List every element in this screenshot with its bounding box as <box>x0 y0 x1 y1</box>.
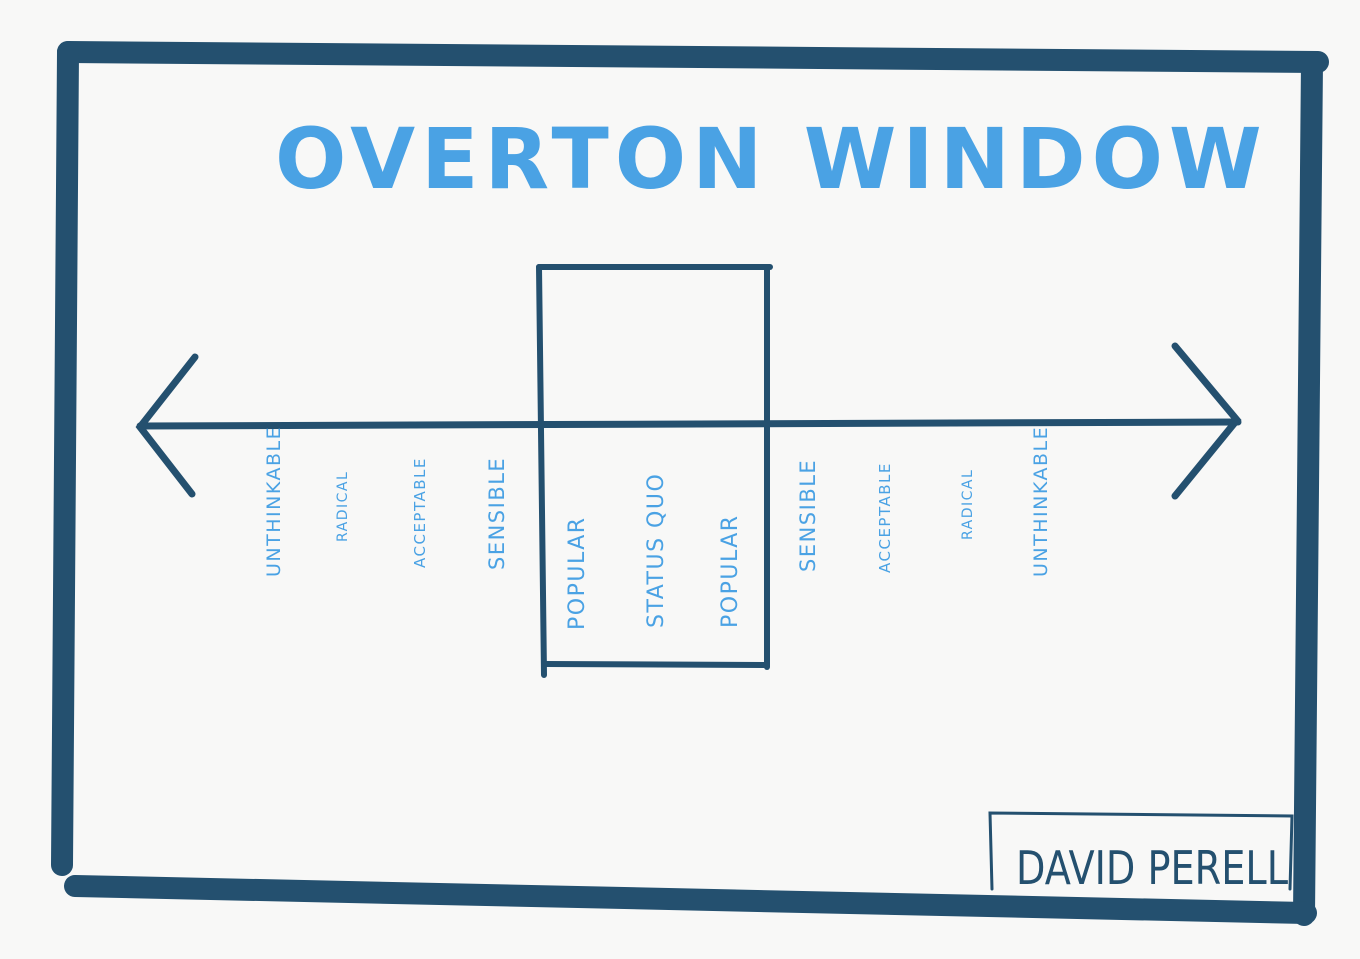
label-acceptable-right: ACCEPTABLE <box>876 462 894 573</box>
label-radical-left: RADICAL <box>335 471 351 542</box>
label-sensible-left: SENSIBLE <box>485 457 509 570</box>
axis-line <box>136 418 1242 430</box>
signature-box <box>988 811 1294 891</box>
spectrum-labels-right: SENSIBLE ACCEPTABLE RADICAL UNTHINKABLE <box>796 426 1052 577</box>
window-bottom-edge <box>543 661 770 668</box>
spectrum-labels-left: UNTHINKABLE RADICAL ACCEPTABLE SENSIBLE <box>263 426 509 577</box>
frame-top <box>57 41 1329 73</box>
spectrum-axis <box>135 342 1242 500</box>
signature-text: DAVID PERELL <box>1016 841 1288 895</box>
label-acceptable-left: ACCEPTABLE <box>411 457 429 568</box>
label-popular-left: POPULAR <box>565 516 590 630</box>
overton-window-box <box>536 264 773 678</box>
label-sensible-right: SENSIBLE <box>796 459 820 572</box>
label-popular-right: POPULAR <box>718 514 743 628</box>
frame-left <box>51 41 79 876</box>
outer-frame <box>51 41 1329 926</box>
signature-block: DAVID PERELL <box>988 811 1294 895</box>
label-status-quo: STATUS QUO <box>644 473 669 628</box>
window-left-edge <box>536 264 547 678</box>
label-unthinkable-left: UNTHINKABLE <box>263 426 285 577</box>
right-arrowhead-icon <box>1171 342 1242 500</box>
diagram-title: OVERTON WINDOW <box>275 110 1268 208</box>
frame-right <box>1293 51 1323 926</box>
frame-bottom <box>64 875 1317 924</box>
label-radical-right: RADICAL <box>960 469 976 540</box>
left-arrowhead-icon <box>135 353 199 498</box>
spectrum-labels-window: POPULAR STATUS QUO POPULAR <box>565 473 743 630</box>
label-unthinkable-right: UNTHINKABLE <box>1030 426 1052 577</box>
